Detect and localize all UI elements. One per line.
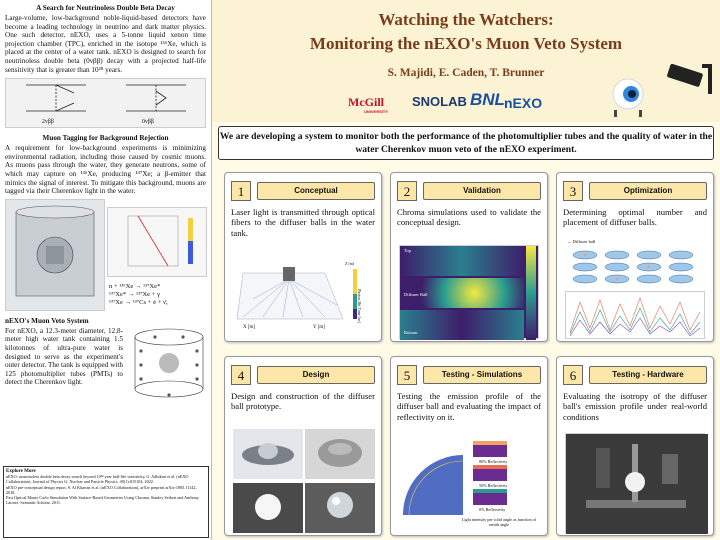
- card-number: 4: [231, 365, 251, 385]
- left-column: A Search for Neutrinoless Double Beta De…: [0, 0, 212, 540]
- section-title-veto: nEXO's Muon Veto System: [5, 316, 89, 325]
- nexo-logo: nEXO: [504, 95, 543, 111]
- hardware-setup-photo: [565, 433, 708, 534]
- chroma-sim-maps: Top Diffuser Ball Bottom: [399, 245, 539, 340]
- card-number: 5: [397, 365, 417, 385]
- diffuser-legend: → Diffuser ball: [567, 239, 596, 244]
- colorbar-label: Photon Hit Time [ns]: [357, 289, 362, 323]
- reflectivity-50-label: 50% Reflectivity: [479, 483, 508, 488]
- veto-section: nEXO's Muon Veto System For nEXO, a 12.3…: [5, 316, 211, 407]
- card-text: Design and construction of the diffuser …: [231, 391, 375, 412]
- optimization-plot: [565, 291, 705, 339]
- card-text: Determining optimal number and placement…: [563, 207, 707, 228]
- reference-2: nEXO pre-conceptual design report, S. Al…: [6, 484, 197, 495]
- intensity-caption: Light intensity per solid angle as funct…: [461, 517, 537, 527]
- card-number: 1: [231, 181, 251, 201]
- card-conceptual: 1 Conceptual Laser light is transmitted …: [224, 172, 382, 342]
- card-text: Chroma simulations used to validate the …: [397, 207, 541, 228]
- authors: S. Majidi, E. Caden, T. Brunner: [387, 67, 545, 79]
- x-axis-label: X [m]: [243, 325, 256, 330]
- equation-3: ¹³⁷Xe → ¹³⁷Cs + ē + ν̄ₑ: [109, 299, 168, 307]
- reference-1: nEXO: neutrinoless double beta decay sea…: [6, 474, 189, 485]
- bnl-logo: BNL: [470, 90, 505, 109]
- mcgill-subtitle: UNIVERSITY: [364, 109, 389, 114]
- security-camera-icon: [667, 63, 712, 94]
- hit-time-plot: X [m] Y [m] Z [m] Photon Hit Time [ns]: [233, 259, 373, 337]
- card-text: Testing the emission profile of the diff…: [397, 391, 541, 422]
- eye-icon: [612, 78, 644, 117]
- references-box: Explore More nEXO: neutrinoless double b…: [3, 466, 209, 538]
- y-axis-label: Y [m]: [313, 325, 325, 330]
- section-body-muon: A requirement for low-background experim…: [5, 144, 206, 196]
- mcgill-logo: McGill: [348, 95, 384, 109]
- equation-2: ¹³⁷Xe* → ¹³⁷Xe + γ: [109, 290, 160, 298]
- poster-title-line1: Watching the Watchers:: [378, 10, 554, 29]
- muon-track-plot: [107, 206, 207, 277]
- feynman-svg: [26, 84, 186, 112]
- card-validation: 2 Validation Chroma simulations used to …: [390, 172, 548, 342]
- references-title: Explore More: [6, 469, 36, 474]
- card-number: 3: [563, 181, 583, 201]
- reflectivity-0-label: 0% Reflectivity: [479, 507, 506, 512]
- card-number: 6: [563, 365, 583, 385]
- equation-1: n + ¹³⁶Xe → ¹³⁷Xe*: [109, 282, 161, 290]
- card-design: 4 Design Design and construction of the …: [224, 356, 382, 536]
- card-optimization: 3 Optimization Determining optimal numbe…: [556, 172, 714, 342]
- section-body-veto: For nEXO, a 12.3-meter diameter, 12.8-me…: [5, 326, 123, 387]
- diagram-label-0vbb: 0νββ: [142, 119, 154, 126]
- card-title: Design: [257, 366, 375, 384]
- reflectivity-sim-plots: 80% Reflectivity 50% Reflectivity 0% Ref…: [399, 435, 539, 533]
- detector-cutaway-image: [5, 198, 105, 311]
- muon-figure-area: n + ¹³⁶Xe → ¹³⁷Xe* ¹³⁷Xe* → ¹³⁷Xe + γ ¹³…: [5, 198, 209, 311]
- diffuser-layout: → Diffuser ball: [565, 239, 705, 287]
- z-axis-label: Z [m]: [345, 261, 355, 266]
- section-title-muon: Muon Tagging for Background Rejection: [42, 134, 169, 143]
- card-testing-simulations: 5 Testing - Simulations Testing the emis…: [390, 356, 548, 536]
- diagram-label-2vbb: 2νββ: [42, 119, 54, 126]
- map-label-bottom: Bottom: [404, 330, 418, 335]
- card-title: Testing - Hardware: [589, 366, 707, 384]
- card-testing-hardware: 6 Testing - Hardware Evaluating the isot…: [556, 356, 714, 536]
- poster-title-line2: Monitoring the nEXO's Muon Veto System: [309, 34, 623, 53]
- feynman-diagrams: 2νββ 0νββ: [5, 78, 206, 129]
- goal-banner: We are developing a system to monitor bo…: [218, 126, 714, 160]
- card-text: Laser light is transmitted through optic…: [231, 207, 375, 238]
- card-title: Optimization: [589, 182, 707, 200]
- snolab-logo: SNOLAB: [412, 94, 467, 109]
- capture-equations: n + ¹³⁶Xe → ¹³⁷Xe* ¹³⁷Xe* → ¹³⁷Xe + γ ¹³…: [109, 283, 209, 308]
- card-title: Validation: [423, 182, 541, 200]
- section-body-search: Large-volume, low-background noble-liqui…: [5, 14, 206, 74]
- card-title: Testing - Simulations: [423, 366, 541, 384]
- card-text: Evaluating the isotropy of the diffuser …: [563, 391, 707, 422]
- card-number: 2: [397, 181, 417, 201]
- reflectivity-80-label: 80% Reflectivity: [479, 459, 508, 464]
- card-title: Conceptual: [257, 182, 375, 200]
- map-label-top: Top: [404, 248, 411, 253]
- prototype-photos: [233, 429, 375, 533]
- section-title-search: A Search for Neutrinoless Double Beta De…: [36, 4, 175, 12]
- reference-3: Fast Optical Monte Carlo Simulation With…: [6, 495, 199, 506]
- map-label-diffuser: Diffuser Ball: [404, 292, 428, 297]
- pmt-tank-diagram: [127, 324, 211, 403]
